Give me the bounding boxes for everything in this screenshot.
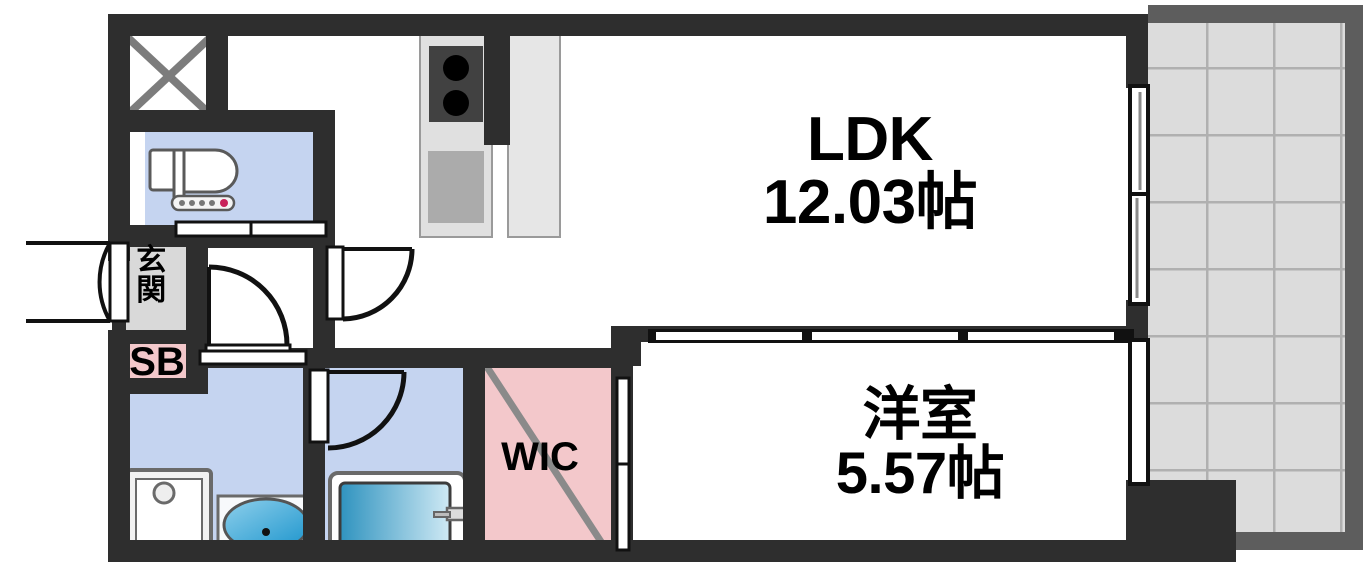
room-label-youshitsu: 洋室 5.57帖 [710,385,1130,503]
genkan-char-2: 関 [136,274,166,307]
room-label-wic: WIC [501,435,579,479]
walk-in-closet [484,365,614,559]
shoe-box-area [118,339,198,385]
room-label-genkan: 玄 関 [128,246,174,306]
balcony [1148,5,1363,550]
room-label-ldk: LDK 12.03帖 [660,105,1080,238]
stove-burner [443,55,469,81]
bath-door[interactable] [308,368,407,451]
youshitsu-area: 5.57帖 [835,441,1005,507]
entrance-door[interactable] [26,241,130,323]
wic-door[interactable] [615,376,631,552]
toilet-door[interactable] [174,220,328,238]
washing-machine-pan [125,468,213,558]
washroom-door[interactable] [198,349,308,366]
ldk-name: LDK [807,105,933,174]
ldk-youshitsu-partition[interactable] [648,329,1134,343]
genkan-area [122,240,194,332]
youshitsu-balcony-window[interactable] [1128,338,1150,486]
bathtub [328,471,467,557]
ldk-balcony-window[interactable] [1128,84,1150,306]
genkan-char-1: 玄 [136,244,166,277]
stove-burner [443,90,469,116]
room-label-sb: SB [129,340,185,384]
toilet-bowl [148,148,239,212]
kitchen-unit [419,25,561,238]
ldk-door[interactable] [325,245,415,322]
hall-door[interactable] [204,264,292,360]
pipe-shaft [121,31,217,121]
youshitsu-name: 洋室 [862,382,978,447]
ldk-area: 12.03帖 [762,168,978,238]
